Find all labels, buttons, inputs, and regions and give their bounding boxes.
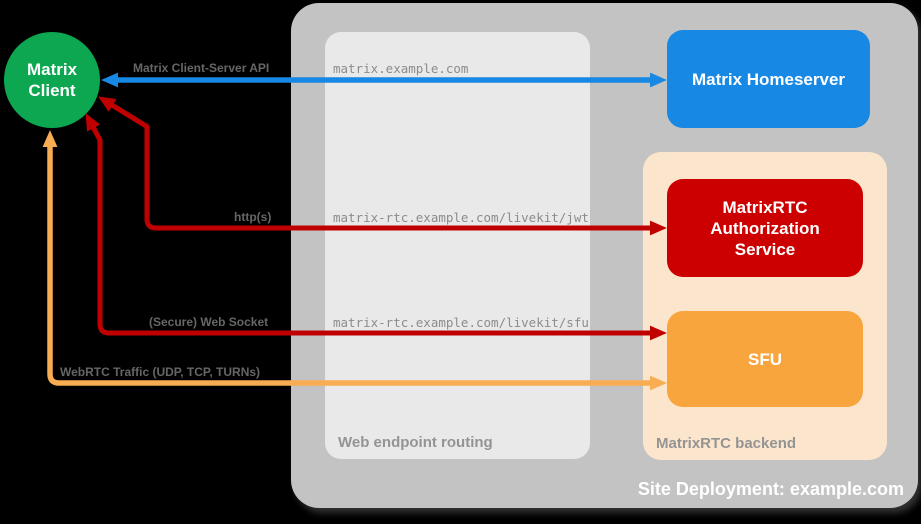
web-endpoint-routing-label: Web endpoint routing bbox=[338, 434, 493, 451]
matrix-client-label: Matrix Client bbox=[26, 60, 78, 100]
site-deployment-container: Site Deployment: example.com matrix.exam… bbox=[291, 3, 918, 508]
arrow-label-https: http(s) bbox=[234, 210, 272, 224]
endpoint-url-livekit-sfu: matrix-rtc.example.com/livekit/sfu bbox=[333, 315, 589, 330]
matrixrtc-authorization-service-node: MatrixRTC Authorization Service bbox=[667, 179, 863, 277]
matrix-homeserver-label: Matrix Homeserver bbox=[691, 69, 846, 89]
arrow-label-webrtc-traffic: WebRTC Traffic (UDP, TCP, TURNs) bbox=[60, 365, 261, 379]
web-endpoint-routing-box: matrix.example.com matrix-rtc.example.co… bbox=[325, 32, 590, 459]
matrix-homeserver-node: Matrix Homeserver bbox=[667, 30, 870, 128]
matrix-client-node: Matrix Client bbox=[4, 32, 100, 128]
arrow-label-matrix-client-server-api: Matrix Client-Server API bbox=[133, 61, 270, 75]
matrixrtc-backend-label: MatrixRTC backend bbox=[656, 435, 797, 452]
matrixrtc-backend-box: MatrixRTC Authorization Service SFU Matr… bbox=[643, 152, 887, 460]
arrow-label-secure-web-socket: (Secure) Web Socket bbox=[149, 315, 269, 329]
matrixrtc-authorization-service-label: MatrixRTC Authorization Service bbox=[710, 197, 820, 259]
endpoint-url-livekit-jwt: matrix-rtc.example.com/livekit/jwt bbox=[333, 210, 589, 225]
sfu-node: SFU bbox=[667, 311, 863, 407]
sfu-label: SFU bbox=[748, 349, 782, 369]
site-deployment-label: Site Deployment: example.com bbox=[637, 479, 904, 499]
endpoint-url-matrix: matrix.example.com bbox=[333, 61, 469, 76]
